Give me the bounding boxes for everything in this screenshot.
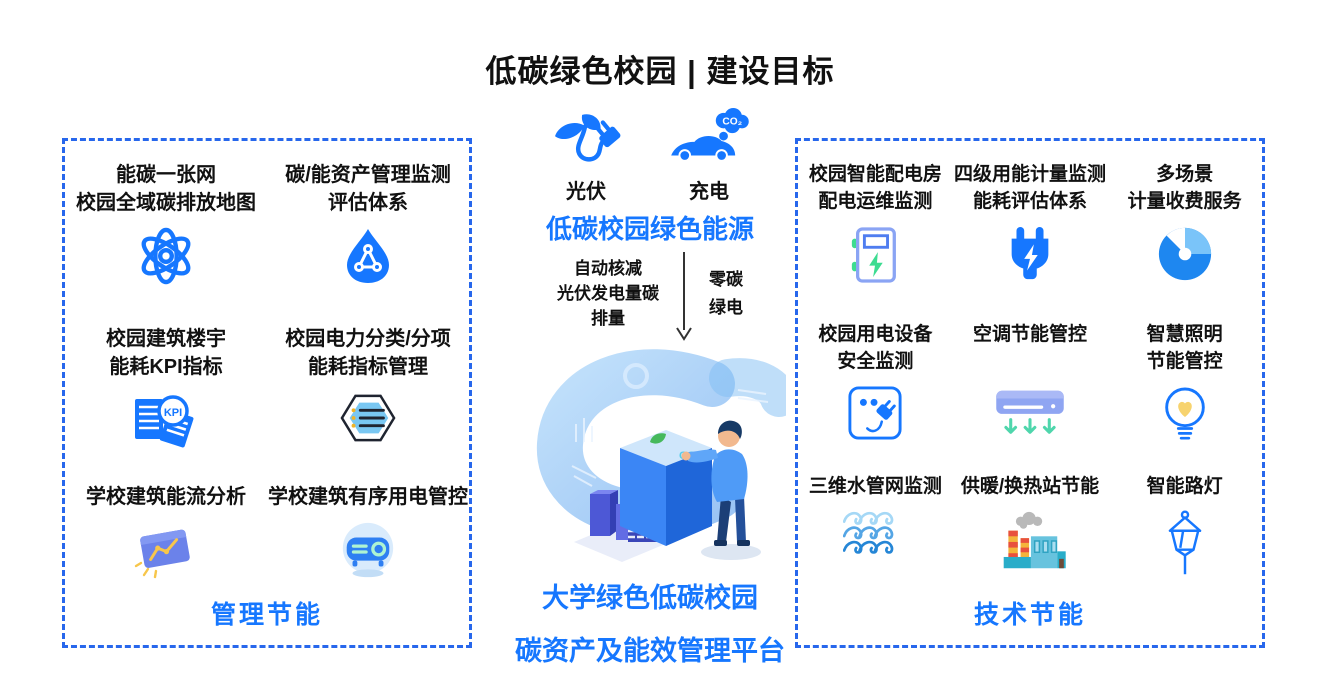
feature-label: 校园电力分类/分项 能耗指标管理 <box>285 328 451 378</box>
source-solar: 光伏 <box>549 108 623 204</box>
metering-disc-icon <box>1156 225 1214 283</box>
feature-label: 智能路灯 <box>1146 476 1223 497</box>
socket-plug-icon <box>847 385 903 441</box>
zero-carbon-note: 零碳 绿电 <box>709 270 743 317</box>
feature-power-cabinet: 校园智能配电房 配电运维监测 <box>798 161 953 321</box>
kpi-badge-text: KPI <box>164 407 182 419</box>
feature-water-network: 三维水管网监测 <box>798 473 953 599</box>
technical-grid: 校园智能配电房 配电运维监测 四级用能计量监测 能耗评估体系 <box>798 141 1262 599</box>
feature-device-safety: 校园用电设备 安全监测 <box>798 321 953 473</box>
carbon-notes: 自动核减 光伏发电量碳 排量 零碳 绿电 <box>492 250 808 342</box>
down-arrow-icon <box>675 250 693 342</box>
auto-deduction-note: 自动核减 光伏发电量碳 排量 <box>557 259 659 328</box>
co2-cloud-text: CO₂ <box>722 116 742 127</box>
technical-panel-footer: 技术节能 <box>973 601 1086 629</box>
management-grid: 能碳一张网 校园全域碳排放地图 碳/能资产管理监测 评估体系 <box>65 141 469 609</box>
management-saving-panel: 能碳一张网 校园全域碳排放地图 碳/能资产管理监测 评估体系 <box>62 138 472 648</box>
feature-energy-metering: 四级用能计量监测 能耗评估体系 <box>953 161 1108 321</box>
feature-label: 碳/能资产管理监测 评估体系 <box>285 164 451 214</box>
feature-orderly-power: 学校建筑有序用电管控 <box>267 483 469 609</box>
feature-label: 能碳一张网 校园全域碳排放地图 <box>76 164 256 214</box>
energy-flow-board-icon <box>134 521 198 579</box>
feature-label: 学校建筑有序用电管控 <box>268 486 468 508</box>
feature-label: 校园建筑楼宇 能耗KPI指标 <box>106 328 226 378</box>
ev-charging-car-icon: CO₂ <box>667 107 751 171</box>
source-label: 充电 <box>689 181 729 203</box>
platform-title-line1: 大学绿色低碳校园 <box>542 583 758 613</box>
atom-icon <box>135 227 197 285</box>
feature-label: 供暖/换热站节能 <box>960 476 1100 497</box>
water-waves-icon <box>843 510 907 564</box>
feature-energy-flow: 学校建筑能流分析 <box>65 483 267 609</box>
feature-label: 多场景 计量收费服务 <box>1127 164 1242 212</box>
kpi-report-icon: KPI <box>133 391 199 449</box>
solar-leaf-plug-icon <box>549 111 623 171</box>
feature-label: 四级用能计量监测 能耗评估体系 <box>953 164 1106 212</box>
smart-bulb-icon <box>1158 385 1212 447</box>
power-cabinet-icon <box>848 225 902 285</box>
platform-title-line2: 碳资产及能效管理平台 <box>515 636 785 666</box>
power-plug-icon <box>1002 225 1058 287</box>
feature-label: 空调节能管控 <box>972 324 1087 345</box>
platform-illustration: CO₂ <box>516 346 798 581</box>
hexagon-list-icon <box>337 391 399 445</box>
carbon-asset-drop-icon <box>343 227 393 285</box>
feature-power-classification: 校园电力分类/分项 能耗指标管理 <box>267 325 469 483</box>
technical-saving-panel: 校园智能配电房 配电运维监测 四级用能计量监测 能耗评估体系 <box>795 138 1265 648</box>
feature-billing-service: 多场景 计量收费服务 <box>1107 161 1262 321</box>
source-charging: CO₂ 充电 <box>667 107 751 204</box>
green-energy-title: 低碳校园绿色能源 <box>545 214 754 244</box>
feature-heating-station: 供暖/换热站节能 <box>953 473 1108 599</box>
green-energy-sources: 光伏 CO₂ 充电 <box>492 107 808 204</box>
feature-label: 三维水管网监测 <box>808 476 942 497</box>
source-label: 光伏 <box>566 181 606 203</box>
page-title: 低碳绿色校园 | 建设目标 <box>485 54 835 89</box>
air-conditioner-icon <box>993 385 1067 439</box>
feature-carbon-map: 能碳一张网 校园全域碳排放地图 <box>65 161 267 325</box>
street-lamp-icon <box>1162 510 1208 578</box>
feature-label: 校园智能配电房 配电运维监测 <box>808 164 942 212</box>
feature-carbon-asset: 碳/能资产管理监测 评估体系 <box>267 161 469 325</box>
heating-station-icon <box>991 510 1069 572</box>
feature-street-lamp: 智能路灯 <box>1107 473 1262 599</box>
management-panel-footer: 管理节能 <box>210 601 323 629</box>
feature-kpi: 校园建筑楼宇 能耗KPI指标 KPI <box>65 325 267 483</box>
feature-smart-lighting: 智慧照明 节能管控 <box>1107 321 1262 473</box>
feature-label: 校园用电设备 安全监测 <box>818 324 933 372</box>
projector-icon <box>337 521 399 581</box>
feature-label: 学校建筑能流分析 <box>86 486 246 508</box>
feature-ac-control: 空调节能管控 <box>953 321 1108 473</box>
feature-label: 智慧照明 节能管控 <box>1146 324 1223 372</box>
